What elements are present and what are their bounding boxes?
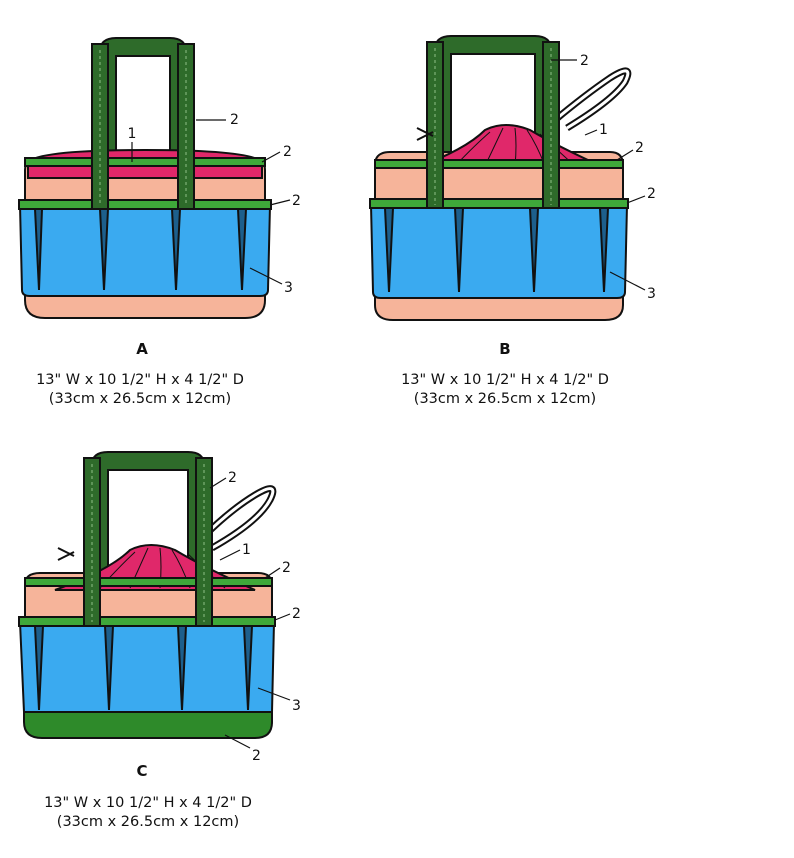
view-b-dimensions: 13" W x 10 1/2" H x 4 1/2" D (33cm x 26.…: [345, 371, 665, 409]
callout-b-1: 1: [599, 122, 608, 138]
bag-c-pleat: [33, 625, 45, 711]
bag-b-drawstring-loop: [552, 67, 632, 131]
view-b-dims-imperial: 13" W x 10 1/2" H x 4 1/2" D: [401, 372, 609, 388]
view-a: 1 2 2 2 3 A 13" W x 10 1/2" H x 4 1/2" D…: [0, 0, 400, 420]
bag-b-pleat: [598, 207, 610, 293]
view-a-dimensions: 13" W x 10 1/2" H x 4 1/2" D (33cm x 26.…: [0, 371, 300, 409]
bag-b-strap-right: [542, 41, 560, 209]
view-c-dims-metric: (33cm x 26.5cm x 12cm): [56, 814, 240, 830]
view-c-dimensions: 13" W x 10 1/2" H x 4 1/2" D (33cm x 26.…: [0, 794, 308, 832]
callout-a-2-top: 2: [283, 144, 292, 160]
callout-c-3: 3: [292, 698, 301, 714]
bag-a-strap-right: [177, 43, 195, 210]
callout-a-1: 1: [128, 126, 137, 142]
callout-b-2-handle: 2: [580, 53, 589, 69]
bag-b-drawing: 2 1 2 2 3: [369, 35, 656, 321]
view-b: 2 1 2 2 3 B 13" W x 10 1/2" H x 4 1/2" D…: [355, 0, 775, 420]
callout-a-3: 3: [284, 280, 293, 296]
view-a-dims-metric: (33cm x 26.5cm x 12cm): [48, 391, 232, 407]
view-a-letter: A: [136, 340, 148, 358]
bag-c-drawing: 2 1 2 2 3 2: [18, 451, 301, 764]
bag-b-pleat: [453, 207, 465, 293]
callout-b-2-band: 2: [647, 186, 656, 202]
bag-b-pocket-band: [369, 204, 629, 299]
bag-a-drawing: 1 2 2 2 3: [18, 37, 301, 319]
bag-b-pocket-binding: [369, 198, 629, 209]
bag-a-pocket-band: [18, 204, 272, 297]
callout-a-2-handle: 2: [230, 112, 239, 128]
callout-c-2-band: 2: [292, 606, 301, 622]
callout-c-2-base: 2: [252, 748, 261, 764]
bag-c-top-binding: [24, 577, 273, 587]
bag-b-top-binding: [374, 159, 624, 169]
callout-b-2-top: 2: [635, 140, 644, 156]
callout-c-1: 1: [242, 542, 251, 558]
bag-a-strap-left: [91, 43, 109, 210]
callout-a-2-band: 2: [292, 193, 301, 209]
view-b-letter: B: [499, 340, 511, 358]
callout-b-3: 3: [647, 286, 656, 302]
bag-a-pleat: [236, 208, 248, 291]
bag-c-pleat: [103, 625, 115, 711]
bag-c-pleat: [176, 625, 188, 711]
view-c: 2 1 2 2 3 2 C 13" W x 10 1/2" H x 4 1/2"…: [0, 430, 400, 850]
view-c-letter: C: [136, 762, 148, 780]
callout-c-2-top: 2: [282, 560, 291, 576]
bag-b-pleat: [383, 207, 395, 293]
bag-a-pleat: [170, 208, 182, 291]
bag-c-pocket-band: [18, 621, 276, 713]
bag-a-pleat: [33, 208, 44, 291]
bag-c-pocket-binding: [18, 616, 276, 627]
view-b-dims-metric: (33cm x 26.5cm x 12cm): [413, 391, 597, 407]
bag-a-pocket-binding: [18, 199, 272, 210]
bag-b-pleat: [528, 207, 540, 293]
view-c-dims-imperial: 13" W x 10 1/2" H x 4 1/2" D: [44, 795, 252, 811]
bag-c-pleat: [242, 625, 254, 711]
bag-a-top-binding: [24, 157, 266, 167]
bag-c-green-base: [23, 704, 273, 739]
view-a-dims-imperial: 13" W x 10 1/2" H x 4 1/2" D: [36, 372, 244, 388]
callout-c-2-handle: 2: [228, 470, 237, 486]
bag-b-strap-left: [426, 41, 444, 209]
